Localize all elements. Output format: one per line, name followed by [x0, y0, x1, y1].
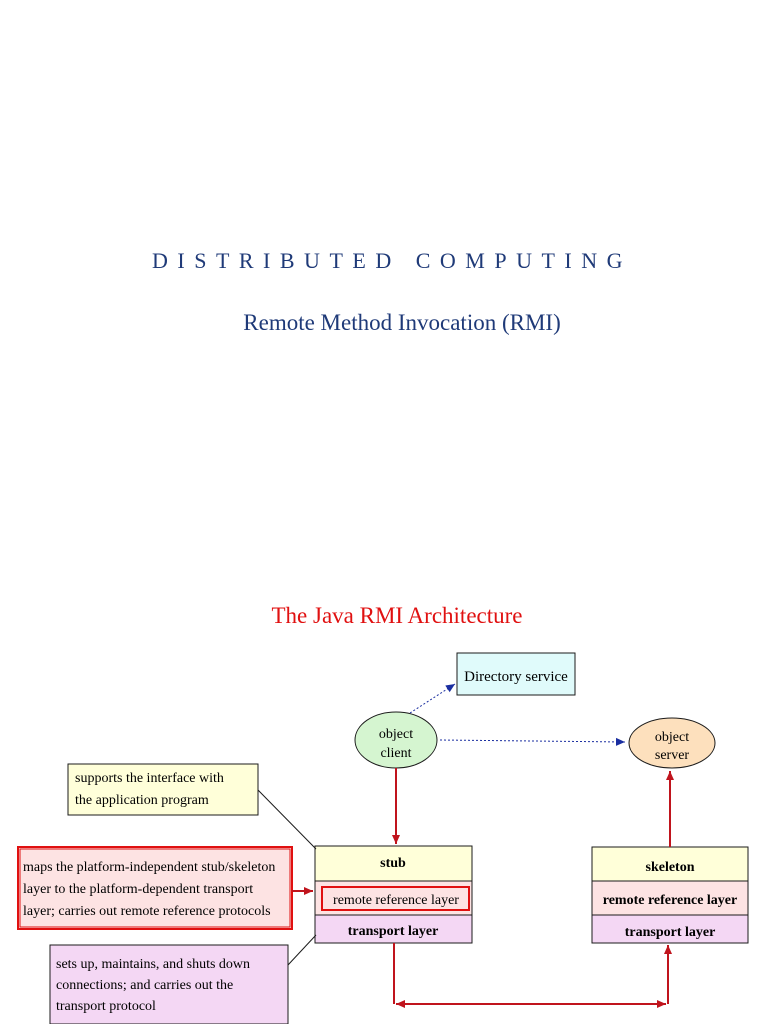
- directory-service-label: Directory service: [464, 669, 568, 685]
- interface-callout-line-2: the application program: [75, 793, 209, 808]
- server-layer-stack: skeleton remote reference layer transpor…: [591, 846, 749, 944]
- transport-callout-connector: [287, 934, 317, 966]
- reference-callout-line-2: layer to the platform-dependent transpor…: [23, 882, 253, 897]
- reference-callout-line-3: layer; carries out remote reference prot…: [23, 904, 271, 919]
- client-to-directory-arrow: [409, 683, 456, 714]
- client-transport-label: transport layer: [348, 924, 439, 939]
- client-remote-reference-label: remote reference layer: [333, 893, 459, 908]
- interface-callout-connector: [257, 789, 317, 850]
- transport-callout: sets up, maintains, and shuts down conne…: [49, 944, 289, 1024]
- stub-label: stub: [380, 856, 406, 871]
- interface-callout-line-1: supports the interface with: [75, 771, 224, 786]
- reference-callout: maps the platform-independent stub/skele…: [17, 846, 293, 930]
- server-transport-layer: [591, 914, 749, 944]
- reference-callout-line-1: maps the platform-independent stub/skele…: [23, 860, 275, 875]
- page-subtitle: Remote Method Invocation (RMI): [243, 310, 561, 335]
- interface-callout: supports the interface with the applicat…: [67, 763, 259, 816]
- server-remote-reference-label: remote reference layer: [603, 893, 737, 908]
- server-transport-label: transport layer: [625, 925, 716, 940]
- object-server-node: object server: [628, 717, 716, 769]
- object-server-label-2: server: [655, 748, 690, 763]
- client-layer-stack: stub remote reference layer transport la…: [314, 845, 473, 944]
- object-server-label-1: object: [655, 730, 689, 745]
- server-remote-reference-layer: [591, 880, 749, 916]
- object-client-node: object client: [354, 711, 438, 769]
- object-client-label-2: client: [380, 746, 411, 761]
- transport-callout-line-2: connections; and carries out the: [56, 978, 233, 993]
- transport-callout-line-1: sets up, maintains, and shuts down: [56, 957, 250, 972]
- diagram-heading: The Java RMI Architecture: [271, 603, 523, 628]
- page-title: DISTRIBUTED COMPUTING: [152, 248, 632, 273]
- skeleton-label: skeleton: [646, 860, 695, 875]
- transport-callout-line-3: transport protocol: [56, 999, 156, 1014]
- client-to-server-arrow: [439, 737, 626, 746]
- object-client-label-1: object: [379, 727, 413, 742]
- directory-service-box: Directory service: [456, 652, 576, 696]
- stub-layer: [314, 845, 473, 882]
